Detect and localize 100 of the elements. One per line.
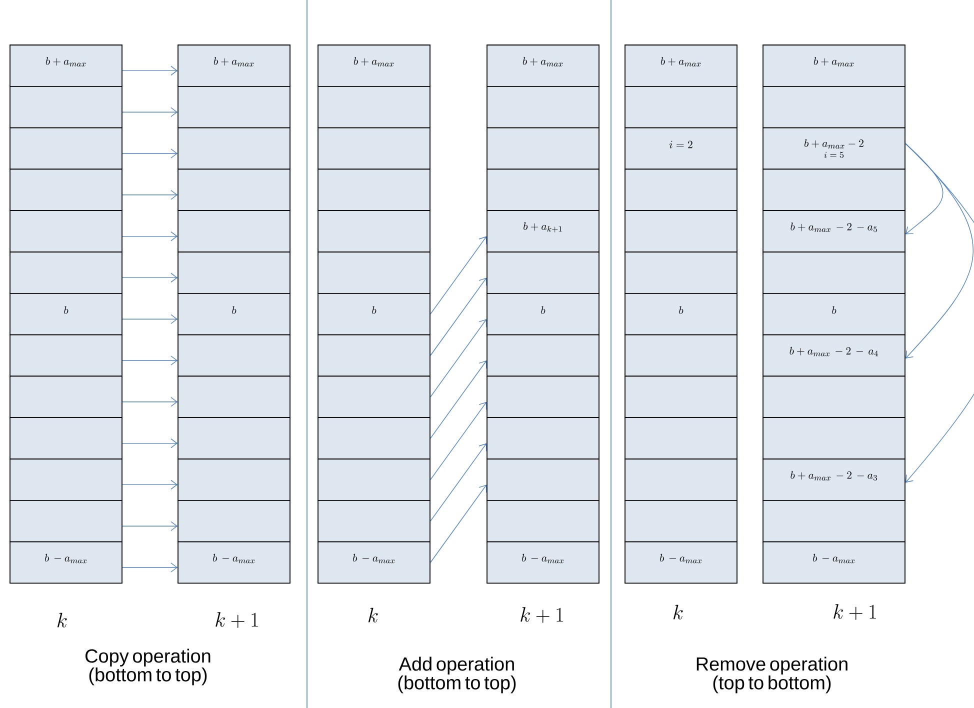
memory-cell: $b\,-a_{max}$ — [762, 541, 906, 584]
empty-cell — [178, 417, 290, 460]
memory-cell: $b$ — [178, 292, 290, 336]
empty-cell — [318, 458, 430, 501]
empty-cell — [10, 252, 122, 294]
arrow — [122, 356, 178, 366]
arrow — [430, 319, 487, 398]
column-label: $k$ — [368, 608, 378, 622]
empty-cell — [486, 86, 600, 128]
empty-cell — [762, 86, 906, 128]
empty-cell — [486, 168, 600, 212]
empty-cell — [762, 376, 906, 418]
arrow — [122, 272, 178, 283]
empty-cell — [486, 334, 600, 377]
column-label: $k+1$ — [216, 612, 258, 628]
empty-cell — [10, 334, 122, 377]
column-label: $k$ — [58, 612, 67, 628]
empty-cell — [318, 252, 430, 294]
arrow — [122, 480, 178, 490]
empty-cell — [624, 500, 738, 542]
memory-cell: $b+a_{max}$ — [762, 44, 906, 87]
empty-cell — [318, 210, 430, 252]
arrow — [122, 521, 178, 531]
empty-cell — [624, 252, 738, 294]
memory-cell: $b$ — [624, 292, 738, 336]
arrow — [905, 143, 944, 234]
empty-cell — [318, 86, 430, 128]
empty-cell — [178, 500, 290, 542]
memory-cell: $b\,-a_{max}$ — [318, 541, 430, 584]
empty-cell — [624, 458, 738, 501]
empty-cell — [762, 252, 906, 294]
arrow — [430, 236, 487, 314]
empty-cell — [486, 417, 600, 460]
empty-cell — [318, 127, 430, 170]
empty-cell — [178, 458, 290, 501]
memory-cell: $b$ — [762, 292, 906, 336]
arrow — [905, 143, 974, 483]
empty-cell — [624, 210, 738, 252]
empty-cell — [486, 458, 600, 501]
empty-cell — [178, 86, 290, 128]
empty-cell — [10, 127, 122, 170]
column-label: $k+1$ — [834, 604, 876, 620]
operation-caption: Remove operation (top to bottom) — [696, 656, 848, 694]
empty-cell — [318, 500, 430, 542]
empty-cell — [486, 252, 600, 294]
memory-cell: $b+a_{max}$ — [10, 44, 122, 87]
memory-cell: $b+a_{max}\,-2\,-\,a_4$ — [762, 334, 906, 377]
memory-cell: $b$ — [486, 292, 600, 336]
memory-cell: $i=2$ — [624, 127, 738, 170]
empty-cell — [10, 168, 122, 212]
memory-cell: $b\,-a_{max}$ — [178, 541, 290, 584]
empty-cell — [178, 127, 290, 170]
empty-cell — [624, 376, 738, 418]
empty-cell — [624, 334, 738, 377]
arrow — [430, 278, 487, 356]
empty-cell — [10, 500, 122, 542]
memory-cell: $b+a_{max}$ — [318, 44, 430, 87]
empty-cell — [318, 376, 430, 418]
arrow — [122, 397, 178, 407]
empty-cell — [318, 334, 430, 377]
empty-cell — [624, 417, 738, 460]
operation-caption: Copy operation (bottom to top) — [86, 648, 210, 686]
empty-cell — [10, 86, 122, 128]
memory-cell: $b+a_{k+1}$ — [486, 210, 600, 252]
arrow — [122, 190, 178, 200]
arrow — [430, 360, 487, 439]
memory-cell: $b\,-a_{max}$ — [10, 541, 122, 584]
memory-cell: $b+a_{max}$ — [486, 44, 600, 87]
empty-cell — [318, 417, 430, 460]
empty-cell — [486, 127, 600, 170]
empty-cell — [762, 168, 906, 212]
empty-cell — [178, 252, 290, 294]
memory-cell: $b$ — [318, 292, 430, 336]
memory-cell: $b+a_{max}$ — [624, 44, 738, 87]
arrow — [430, 443, 487, 522]
arrow — [122, 314, 178, 324]
arrow — [122, 107, 178, 117]
arrow — [122, 148, 178, 158]
empty-cell — [762, 500, 906, 542]
operation-caption: Add operation (bottom to top) — [398, 656, 516, 694]
empty-cell — [10, 417, 122, 460]
arrow — [122, 562, 178, 572]
memory-cell: $b\,-a_{max}$ — [486, 541, 600, 584]
empty-cell — [10, 210, 122, 252]
arrow — [122, 66, 178, 76]
memory-cell: $b+a_{max}-2$ $i=5$ — [762, 127, 906, 170]
empty-cell — [624, 168, 738, 212]
empty-cell — [486, 376, 600, 418]
empty-cell — [318, 168, 430, 212]
memory-cell: $b+a_{max}\,-2\,-a_5$ — [762, 210, 906, 252]
arrow — [122, 231, 178, 242]
memory-cell: $b+a_{max}\,-2\,-a_3$ — [762, 458, 906, 501]
arrow — [430, 484, 487, 563]
arrow — [122, 438, 178, 448]
empty-cell — [178, 376, 290, 418]
arrow — [430, 402, 487, 480]
empty-cell — [762, 417, 906, 460]
memory-cell: $b+a_{max}$ — [178, 44, 290, 87]
empty-cell — [624, 86, 738, 128]
empty-cell — [178, 168, 290, 212]
